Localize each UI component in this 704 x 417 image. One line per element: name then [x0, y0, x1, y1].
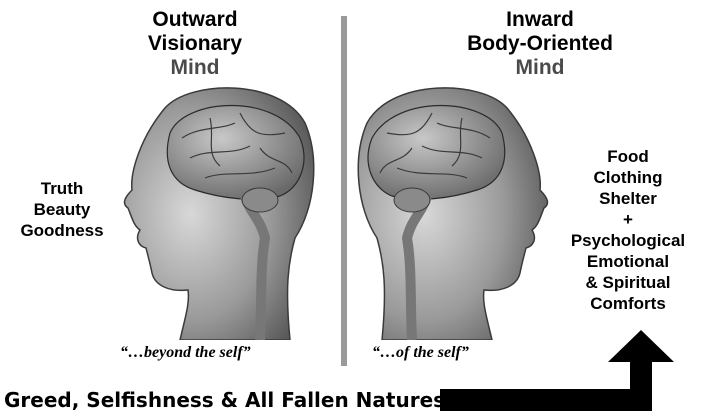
left-title-line2: Visionary	[95, 32, 295, 56]
left-quote: “…beyond the self”	[120, 344, 251, 362]
need-item: +	[552, 209, 704, 230]
need-item: Clothing	[552, 167, 704, 188]
left-mind-title: Outward Visionary Mind	[95, 8, 295, 80]
right-mind-title: Inward Body-Oriented Mind	[440, 8, 640, 80]
right-needs-list: Food Clothing Shelter + Psychological Em…	[552, 146, 704, 314]
right-title-line1: Inward	[440, 8, 640, 32]
value-item: Truth	[2, 178, 122, 199]
need-item: Shelter	[552, 188, 704, 209]
left-title-line1: Outward	[95, 8, 295, 32]
left-values-list: Truth Beauty Goodness	[2, 178, 122, 241]
right-quote: “…of the self”	[372, 344, 469, 362]
value-item: Goodness	[2, 220, 122, 241]
right-title-line3: Mind	[440, 56, 640, 80]
need-item: Food	[552, 146, 704, 167]
right-head-brain-illustration	[352, 78, 562, 340]
left-head-brain-illustration	[110, 78, 320, 340]
need-item: & Spiritual	[552, 272, 704, 293]
fallen-natures-label: Greed, Selfishness & All Fallen Natures	[4, 388, 445, 412]
center-divider	[341, 16, 347, 366]
need-item: Psychological	[552, 230, 704, 251]
value-item: Beauty	[2, 199, 122, 220]
right-title-line2: Body-Oriented	[440, 32, 640, 56]
left-title-line3: Mind	[95, 56, 295, 80]
need-item: Comforts	[552, 293, 704, 314]
need-item: Emotional	[552, 251, 704, 272]
